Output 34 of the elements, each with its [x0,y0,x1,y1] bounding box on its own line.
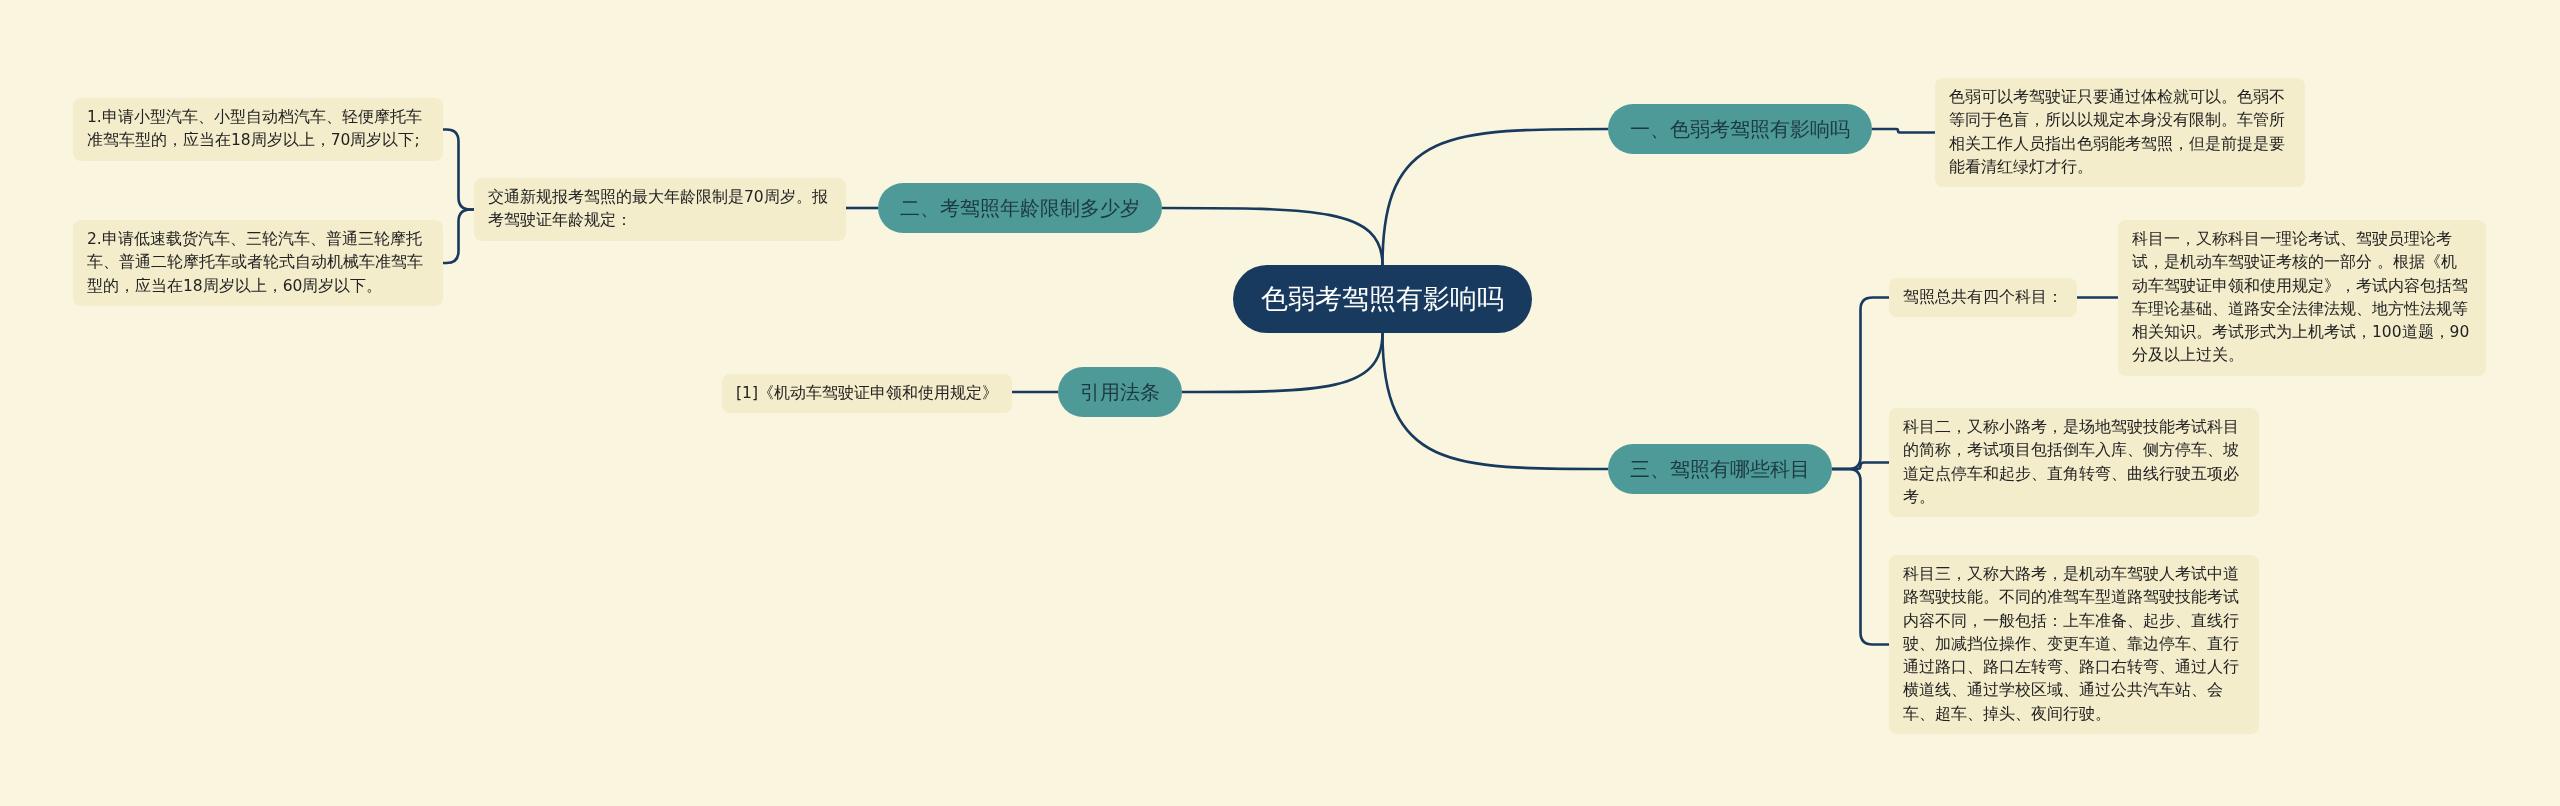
note-card [1889,408,2259,517]
note-card [2118,220,2486,376]
note-text: 1.申请小型汽车、小型自动档汽车、轻便摩托车准驾车型的，应当在18周岁以上，70周岁以下; [87,107,423,152]
note-card [722,374,1012,414]
note-text: 科目一，又称科目一理论考试、驾驶员理论考试，是机动车驾驶证考核的一部分 。根据《机动车驾驶证申领和使用规定》，考试内容包括驾车理论基础、道路安全法律法规、地方性法规等相关知识。考试形式为上机考试，100道题，90分及以上过关。 [2132,229,2471,367]
connector-line [1381,332,1608,471]
note-card [1935,78,2305,187]
branch-topic [878,183,1162,233]
note-card [73,98,443,161]
note-card [1889,278,2077,318]
note-text: 2.申请低速载货汽车、三轮汽车、普通三轮摩托车、普通二轮摩托车或者轮式自动机械车准驾车型的，应当在18周岁以上，60周岁以下。 [87,229,424,297]
note-card [1889,555,2259,734]
note-card [73,220,443,306]
connector-line [1162,206,1384,266]
connector-line [1012,390,1058,394]
note-text: 科目二，又称小路考，是场地驾驶技能考试科目的简称，考试项目包括倒车入库、侧方停车、坡道定点停车和起步、直角转弯、曲线行驶五项必考。 [1903,417,2240,508]
topic-label: 三、驾照有哪些科目 [1630,455,1810,483]
note-text: [1]《机动车驾驶证申领和使用规定》 [736,383,998,404]
topic-label: 引用法条 [1080,378,1160,406]
topic-label: 二、考驾照年龄限制多少岁 [900,194,1140,222]
topic-label: 一、色弱考驾照有影响吗 [1630,115,1850,143]
topic-label: 色弱考驾照有影响吗 [1261,282,1504,316]
branch-topic [1608,444,1832,494]
connector-line [1872,127,1935,134]
note-card [474,178,846,241]
branch-topic [1058,367,1182,417]
note-text: 色弱可以考驾驶证只要通过体检就可以。色弱不等同于色盲，所以以规定本身没有限制。车管所相关工作人员指出色弱能考驾照，但是前提是要能看清红绿灯才行。 [1949,87,2286,178]
connector-line [2077,296,2118,299]
note-text: 科目三，又称大路考，是机动车驾驶人考试中道路驾驶技能。不同的准驾车型道路驾驶技能考试内容不同，一般包括：上车准备、起步、直线行驶、加减挡位操作、变更车道、靠边停车、直行通过路口、路口左转弯、路口右转弯、通过人行横道线、通过学校区域、通过公共汽车站、会车、超车、掉头、夜间行驶。 [1903,564,2240,725]
connector-line [846,206,878,210]
branch-topic [1608,104,1872,154]
note-text: 交通新规报考驾照的最大年龄限制是70周岁。报考驾驶证年龄规定： [488,187,829,232]
connector-line [443,208,474,265]
note-text: 驾照总共有四个科目： [1903,287,2063,308]
